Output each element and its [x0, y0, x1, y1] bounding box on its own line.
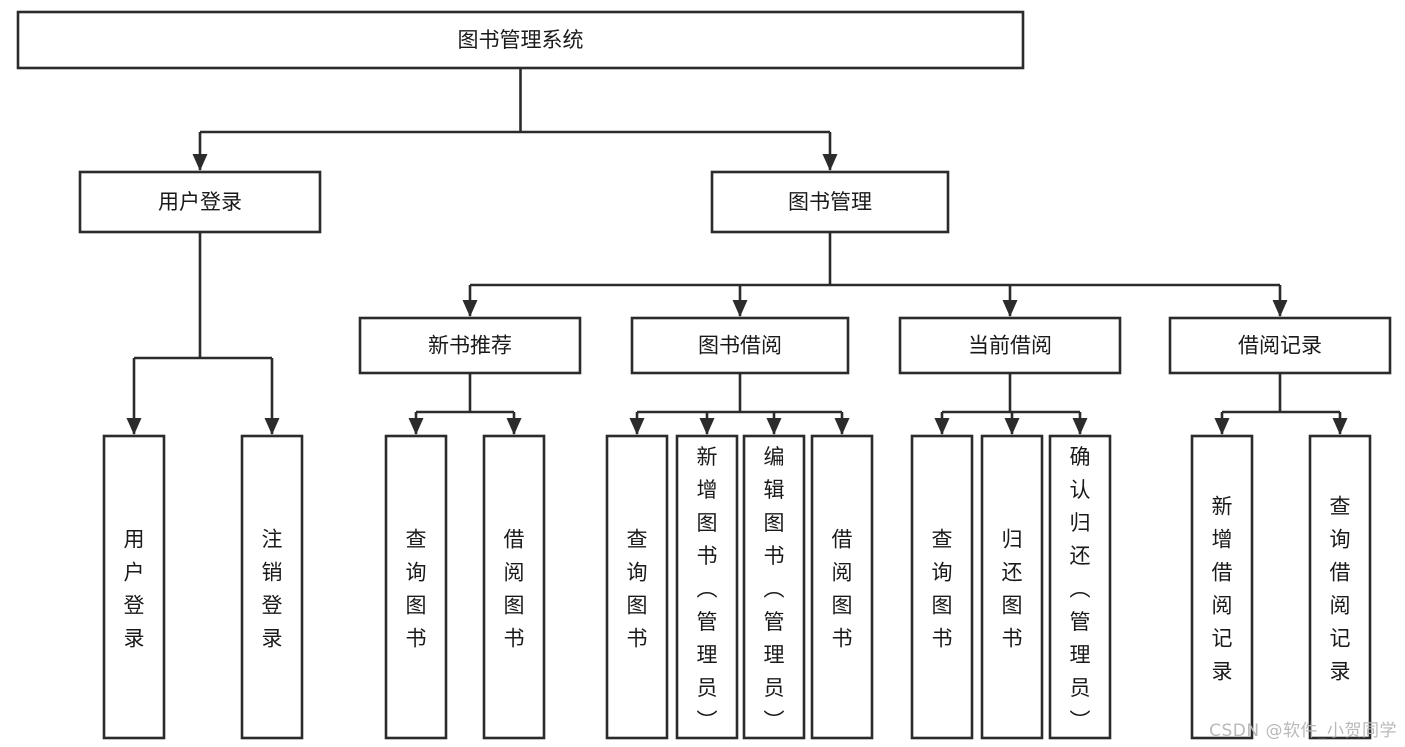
node-box-new-book-recommend[interactable]	[358, 316, 582, 375]
node-box-leaf-edit-book[interactable]	[742, 434, 806, 740]
node-new-book-recommend[interactable]: 新书推荐	[358, 316, 582, 375]
node-label-leaf-edit-book: 编辑图书︵管理员︶	[764, 445, 785, 733]
node-box-book-borrow[interactable]	[630, 316, 850, 375]
nodes-layer: 图书管理系统用户登录图书管理新书推荐图书借阅当前借阅借阅记录用户登录注销登录查询…	[16, 10, 1392, 740]
node-label-current-borrow: 当前借阅	[968, 334, 1052, 358]
node-box-book-manage[interactable]	[710, 170, 950, 234]
node-box-leaf-add-record[interactable]	[1190, 434, 1254, 740]
node-label-leaf-query-book-2: 查询图书	[627, 528, 648, 651]
node-borrow-record[interactable]: 借阅记录	[1168, 316, 1392, 375]
node-leaf-add-book[interactable]: 新增图书︵管理员︶	[675, 434, 739, 740]
node-label-leaf-borrow-book-1: 借阅图书	[504, 528, 525, 651]
node-leaf-borrow-book-2[interactable]: 借阅图书	[810, 434, 874, 740]
node-label-borrow-record: 借阅记录	[1238, 334, 1322, 358]
node-box-borrow-record[interactable]	[1168, 316, 1392, 375]
connector-group-root	[192, 68, 838, 171]
node-label-new-book-recommend: 新书推荐	[428, 334, 512, 358]
node-label-leaf-user-login: 用户登录	[124, 528, 145, 651]
node-label-leaf-query-book-3: 查询图书	[932, 528, 953, 651]
node-leaf-add-record[interactable]: 新增借阅记录	[1190, 434, 1254, 740]
node-label-book-borrow: 图书借阅	[698, 334, 782, 358]
node-label-leaf-confirm-return: 确认归还︵管理员︶	[1070, 445, 1091, 733]
node-box-leaf-user-login[interactable]	[102, 434, 166, 740]
node-box-leaf-query-book-3[interactable]	[910, 434, 974, 740]
connector-group-new-book-recommend	[408, 373, 522, 435]
node-box-leaf-logout[interactable]	[240, 434, 304, 740]
node-leaf-query-book-3[interactable]: 查询图书	[910, 434, 974, 740]
node-leaf-query-record[interactable]: 查询借阅记录	[1308, 434, 1372, 740]
node-box-leaf-return-book[interactable]	[980, 434, 1044, 740]
node-leaf-return-book[interactable]: 归还图书	[980, 434, 1044, 740]
node-label-leaf-query-record: 查询借阅记录	[1330, 495, 1351, 684]
node-label-root: 图书管理系统	[458, 28, 584, 52]
node-box-leaf-query-record[interactable]	[1308, 434, 1372, 740]
node-label-leaf-logout: 注销登录	[262, 528, 283, 651]
node-box-leaf-query-book-1[interactable]	[384, 434, 448, 740]
watermark-label: CSDN @软件_小贺同学	[1209, 721, 1397, 741]
node-user-login[interactable]: 用户登录	[78, 170, 322, 234]
node-box-user-login[interactable]	[78, 170, 322, 234]
node-box-leaf-borrow-book-2[interactable]	[810, 434, 874, 740]
connector-group-borrow-record	[1214, 373, 1348, 435]
node-leaf-query-book-1[interactable]: 查询图书	[384, 434, 448, 740]
node-label-leaf-query-book-1: 查询图书	[406, 528, 427, 651]
node-root[interactable]: 图书管理系统	[16, 10, 1025, 70]
node-box-root[interactable]	[16, 10, 1025, 70]
node-label-leaf-add-book: 新增图书︵管理员︶	[697, 445, 718, 733]
node-box-leaf-query-book-2[interactable]	[605, 434, 669, 740]
node-book-borrow[interactable]: 图书借阅	[630, 316, 850, 375]
node-leaf-query-book-2[interactable]: 查询图书	[605, 434, 669, 740]
node-label-leaf-add-record: 新增借阅记录	[1212, 495, 1233, 684]
node-leaf-edit-book[interactable]: 编辑图书︵管理员︶	[742, 434, 806, 740]
node-book-manage[interactable]: 图书管理	[710, 170, 950, 234]
node-label-leaf-return-book: 归还图书	[1002, 528, 1023, 651]
connector-group-current-borrow	[934, 373, 1088, 435]
node-leaf-logout[interactable]: 注销登录	[240, 434, 304, 740]
node-box-leaf-add-book[interactable]	[675, 434, 739, 740]
node-leaf-user-login[interactable]: 用户登录	[102, 434, 166, 740]
node-box-leaf-confirm-return[interactable]	[1048, 434, 1112, 740]
node-label-book-manage: 图书管理	[788, 190, 872, 214]
connector-group-book-manage	[462, 232, 1288, 317]
node-current-borrow[interactable]: 当前借阅	[898, 316, 1122, 375]
node-label-leaf-borrow-book-2: 借阅图书	[832, 528, 853, 651]
connectors-layer	[126, 68, 1348, 435]
node-leaf-borrow-book-1[interactable]: 借阅图书	[482, 434, 546, 740]
node-box-leaf-borrow-book-1[interactable]	[482, 434, 546, 740]
node-label-user-login: 用户登录	[158, 190, 242, 214]
connector-group-user-login	[126, 232, 280, 435]
connector-group-book-borrow	[629, 373, 850, 435]
node-box-current-borrow[interactable]	[898, 316, 1122, 375]
node-leaf-confirm-return[interactable]: 确认归还︵管理员︶	[1048, 434, 1112, 740]
